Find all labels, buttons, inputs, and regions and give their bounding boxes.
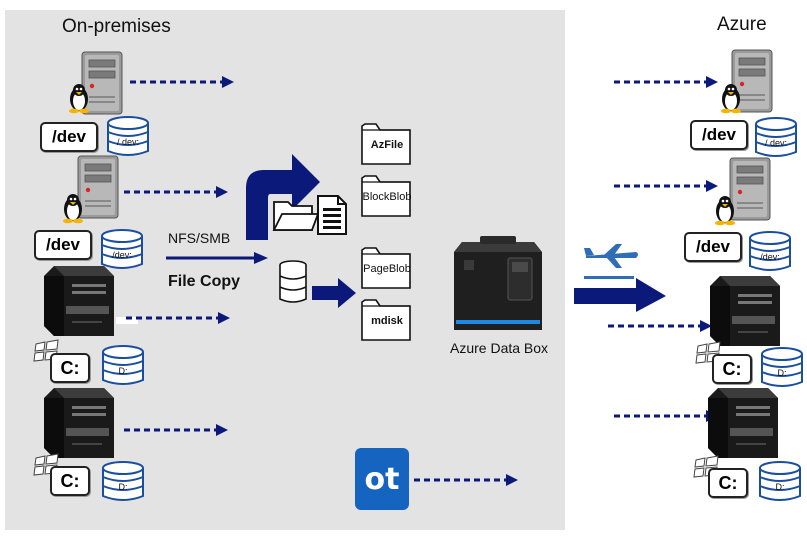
dashed-arrow [412,472,520,488]
azure-data-box-icon [454,236,542,330]
dev-mount-label: /dev [40,122,98,152]
disk-icon: / dev: [107,116,149,159]
linux-penguin-icon [63,194,83,224]
linux-server-icon [77,155,119,219]
dashed-arrow [124,310,232,326]
disk-icon: D: [102,345,144,388]
disk-icon: /dev: [749,231,791,274]
ot-logo-icon: ot [355,448,409,510]
open-folder-icon [272,201,320,231]
disk-icon: D: [759,461,801,504]
linux-server-icon [729,157,771,221]
linux-penguin-icon [715,196,735,226]
disk-icon: / dev: [755,117,797,160]
airplane-icon [584,244,638,268]
database-icon [279,260,307,303]
dashed-arrow [612,74,720,90]
dev-mount-label: /dev [690,120,748,150]
dashed-arrow [128,74,236,90]
dashed-arrow [606,318,714,334]
server-label-placeholder [116,317,138,324]
document-icon [317,195,347,235]
storage-folder-blockblob: BlockBlob [361,174,412,218]
on-premises-title: On-premises [62,16,171,37]
dev-mount-label: /dev [34,230,92,260]
block-arrow [312,278,356,308]
disk-icon: D: [761,347,803,390]
windows-server-icon [44,388,114,458]
c-drive-label: C: [50,353,90,383]
protocol-label: NFS/SMB [168,230,231,246]
disk-icon: D: [102,461,144,504]
curved-arrow-icon [246,154,320,240]
storage-folder-azfile: AzFile [361,122,412,166]
ship-arrow [574,276,666,312]
file-copy-label: File Copy [168,273,241,290]
c-drive-label: C: [712,354,752,384]
c-drive-label: C: [708,468,748,498]
c-drive-label: C: [50,466,90,496]
windows-server-icon [710,276,780,346]
windows-server-icon [44,266,114,336]
data-box-label: Azure Data Box [450,340,549,356]
dashed-arrow [122,422,230,438]
storage-folder-mdisk: mdisk [361,298,412,342]
linux-penguin-icon [721,84,741,114]
dashed-arrow [612,178,720,194]
linux-penguin-icon [69,84,89,114]
disk-icon: /dev: [101,229,143,272]
dev-mount-label: /dev [684,232,742,262]
dashed-arrow [122,184,230,200]
azure-title: Azure [717,14,767,35]
solid-arrow [166,252,268,264]
storage-folder-pageblob: PageBlob [361,246,412,290]
windows-server-icon [708,388,778,458]
